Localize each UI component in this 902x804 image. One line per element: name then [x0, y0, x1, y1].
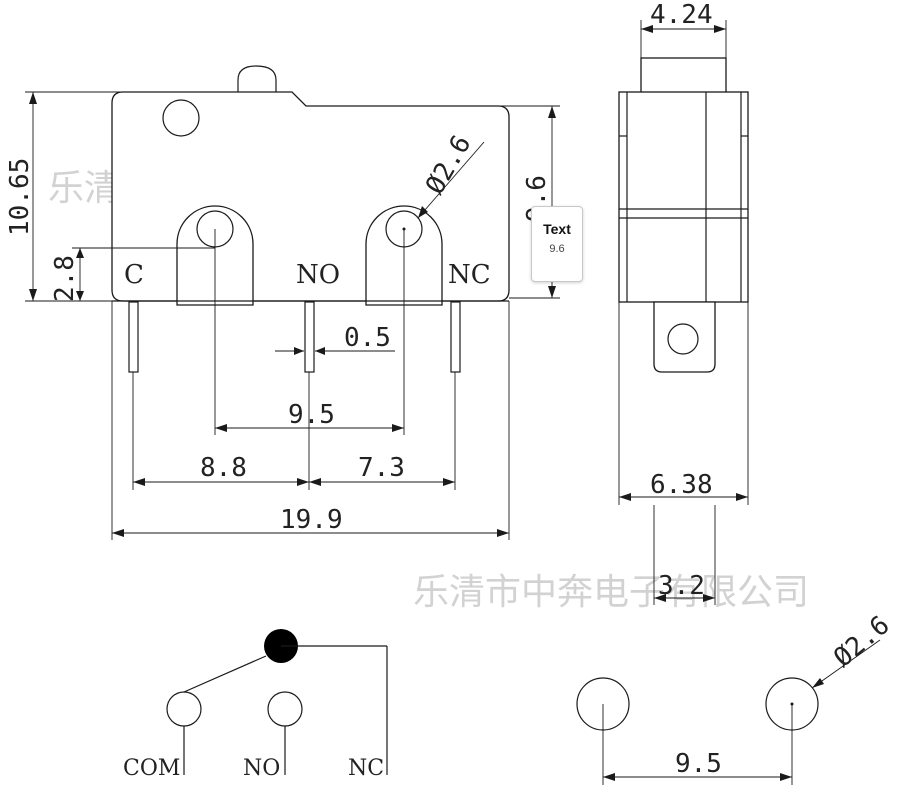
side-body	[618, 91, 749, 303]
dim-pin-height: 2.8	[50, 247, 215, 302]
schematic-label-no: NO	[243, 756, 280, 781]
pin-label-nc: NC	[448, 260, 491, 290]
hole-pattern: 9.5 Ø2.6	[576, 610, 895, 785]
watermark-bottom: 乐清市中奔电子有限公司	[413, 572, 809, 613]
schematic-com-contact	[166, 691, 202, 727]
dim-plunger: 4.24	[640, 0, 727, 58]
svg-text:6.38: 6.38	[650, 470, 713, 500]
mounting-hole-top	[162, 99, 200, 137]
side-view	[618, 57, 749, 373]
schematic-label-nc: NC	[348, 756, 384, 781]
dim-total-length: 19.9	[111, 301, 510, 540]
side-plunger	[640, 57, 727, 94]
dim-pin-width: 0.5	[275, 323, 395, 355]
svg-text:9.5: 9.5	[675, 749, 722, 779]
pin-com	[128, 301, 139, 373]
svg-text:3.2: 3.2	[658, 571, 705, 601]
pin-label-no: NO	[296, 260, 340, 290]
schematic-label-com: COM	[123, 756, 180, 781]
pin-nc	[450, 301, 461, 373]
pin-label-c: C	[124, 260, 144, 290]
dim-width: 6.38	[618, 302, 749, 505]
text-tooltip[interactable]: Text 9.6	[531, 206, 583, 282]
svg-text:9.5: 9.5	[288, 400, 335, 430]
dim-hole-spacing: 9.5	[214, 229, 405, 435]
side-tab	[653, 301, 716, 373]
svg-text:0.5: 0.5	[344, 323, 391, 353]
svg-text:8.8: 8.8	[200, 453, 247, 483]
svg-text:2.8: 2.8	[50, 255, 80, 302]
front-view: C NO NC	[111, 65, 510, 373]
svg-text:19.9: 19.9	[280, 505, 343, 535]
actuator-bump	[237, 65, 277, 92]
pin-no	[304, 301, 315, 373]
svg-text:4.24: 4.24	[650, 0, 713, 30]
svg-text:10.65: 10.65	[5, 158, 35, 236]
dim-tab: 3.2	[653, 505, 716, 605]
tooltip-value: 9.6	[549, 243, 565, 255]
dim-pitches: 8.8 7.3	[132, 372, 456, 490]
svg-text:Ø2.6: Ø2.6	[828, 610, 895, 673]
dim-height: 10.65	[5, 91, 120, 302]
schematic-no-contact	[267, 691, 303, 727]
svg-text:7.3: 7.3	[358, 453, 405, 483]
schematic: COM NO NC	[123, 629, 388, 781]
tooltip-title: Text	[543, 221, 571, 237]
side-tab-hole	[667, 323, 699, 355]
